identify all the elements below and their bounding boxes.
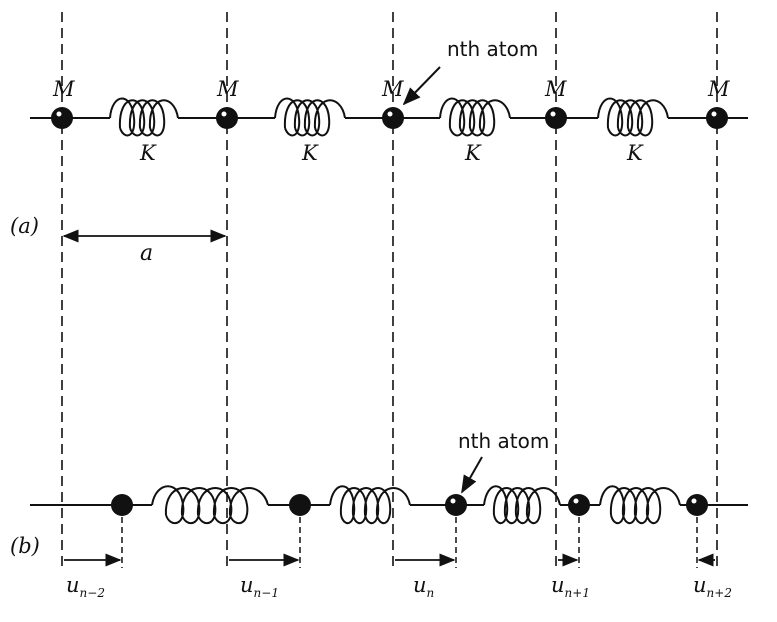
nth-atom-pointer-b — [461, 456, 483, 494]
nth-atom-label-b: nth atom — [458, 429, 549, 453]
spring-a — [109, 97, 179, 137]
chain-a: M M M M M K K K K nth atom (a) a — [10, 37, 748, 266]
displacement-label: un — [413, 573, 434, 600]
spring-a — [439, 97, 511, 137]
displacement-label: un−1 — [240, 573, 279, 600]
atom — [289, 494, 311, 516]
atom — [51, 107, 73, 129]
spring-a — [597, 97, 669, 137]
mass-label: M — [381, 77, 404, 101]
spring-b — [329, 485, 411, 525]
equilibrium-lines — [61, 12, 718, 568]
spring-constant-label: K — [301, 141, 319, 165]
part-b-label: (b) — [10, 534, 40, 558]
nth-atom-pointer-a — [402, 66, 441, 106]
lattice-spacing-label: a — [140, 241, 153, 266]
atoms-b — [111, 494, 708, 516]
atom — [686, 494, 708, 516]
mass-label: M — [216, 77, 239, 101]
spring-b — [151, 485, 269, 525]
spring-b — [599, 485, 681, 525]
atom — [545, 107, 567, 129]
displacement-label: un−2 — [66, 573, 105, 600]
atom — [382, 107, 404, 129]
atom — [216, 107, 238, 129]
displacement-label: un+2 — [693, 573, 732, 600]
nth-atom-label-a: nth atom — [447, 37, 538, 61]
spring-b — [483, 485, 561, 525]
atom — [568, 494, 590, 516]
spring-constant-label: K — [626, 141, 644, 165]
atoms-a — [51, 107, 728, 129]
spring-a — [274, 97, 346, 137]
chain-b: nth atom (b) un−2 un−1 un un+1 un+2 — [10, 429, 748, 600]
part-a-label: (a) — [10, 214, 39, 238]
atom — [445, 494, 467, 516]
mass-label: M — [544, 77, 567, 101]
mass-label: M — [52, 77, 75, 101]
mass-label: M — [707, 77, 730, 101]
displacement-label: un+1 — [551, 573, 590, 600]
displacement-markers — [121, 517, 698, 568]
spring-constant-label: K — [464, 141, 482, 165]
atom — [111, 494, 133, 516]
spring-constant-label: K — [139, 141, 157, 165]
atom — [706, 107, 728, 129]
